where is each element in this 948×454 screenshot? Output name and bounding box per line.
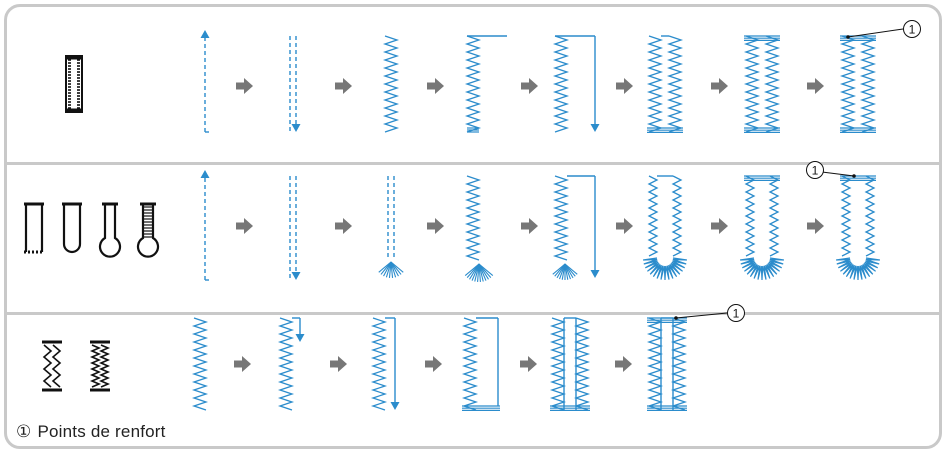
stretch-buttonhole-icon [42, 340, 62, 392]
row-2-arrow-6 [711, 218, 728, 234]
callout-number: 1 [812, 164, 819, 178]
row-1-step-8 [839, 35, 877, 133]
row-2-arrow-1 [236, 218, 253, 234]
square-buttonhole-icon [65, 55, 83, 113]
row-1-arrow-1 [236, 78, 253, 94]
row-2-step-2 [289, 176, 301, 280]
row-2-band [7, 162, 939, 315]
row-1-step-5 [552, 35, 600, 133]
row-2-arrow-7 [807, 218, 824, 234]
heirloom-buttonhole-icon [89, 340, 111, 392]
legend: ① Points de renfort [16, 422, 166, 442]
row-1-arrow-5 [616, 78, 633, 94]
row-1-arrow-3 [427, 78, 444, 94]
row-2-step-6 [643, 175, 687, 281]
row-1-callout: 1 [846, 20, 921, 39]
row-3-step-4 [461, 317, 500, 411]
round-end-buttonhole-icon [62, 202, 82, 254]
row-2-arrow-5 [616, 218, 633, 234]
callout-number: 1 [909, 23, 916, 37]
row-1-arrow-4 [521, 78, 538, 94]
row-2-icons [24, 202, 160, 258]
row-1-step-2 [289, 36, 301, 132]
row-2-step-8 [836, 175, 880, 281]
row-3-callout: 1 [674, 304, 745, 322]
callout-number: 1 [733, 307, 740, 321]
row-1-step-6 [646, 35, 684, 133]
row-1-step-4 [464, 35, 507, 133]
legend-text: Points de renfort [37, 422, 166, 441]
row-2-callout: 1 [805, 161, 856, 179]
row-3-band [7, 312, 939, 446]
keyhole-buttonhole-icon [98, 202, 122, 258]
row-1-arrow-2 [335, 78, 352, 94]
row-3-step-5 [549, 317, 591, 411]
row-3 [42, 317, 688, 411]
row-3-arrow-5 [615, 356, 632, 372]
row-1-step-3 [382, 35, 400, 133]
row-2-arrow-4 [521, 218, 538, 234]
square-end-buttonhole-icon [24, 202, 44, 254]
row-1-arrow-6 [711, 78, 728, 94]
row-2-step-3 [378, 176, 404, 278]
row-3-icons [42, 340, 111, 392]
row-3-step-3 [370, 317, 400, 411]
row-3-arrow-2 [330, 356, 347, 372]
row-2-step-5 [552, 175, 600, 280]
row-1-step-7 [743, 35, 781, 133]
row-1 [65, 30, 877, 133]
row-2-step-1 [200, 170, 210, 281]
row-2-step-7 [740, 175, 784, 281]
row-3-arrow-1 [234, 356, 251, 372]
row-1-step-1 [200, 30, 210, 133]
row-2-arrow-3 [427, 218, 444, 234]
row-3-step-2 [277, 317, 305, 411]
row-3-arrow-4 [520, 356, 537, 372]
row-3-step-6 [646, 317, 688, 411]
row-3-step-1 [191, 317, 209, 411]
keyhole-bartack-buttonhole-icon [136, 202, 160, 258]
legend-marker: ① [16, 422, 32, 441]
row-2 [24, 170, 880, 282]
row-2-step-4 [464, 175, 494, 282]
row-1-icons [65, 55, 83, 113]
row-3-arrow-3 [425, 356, 442, 372]
row-2-arrow-2 [335, 218, 352, 234]
row-1-arrow-7 [807, 78, 824, 94]
diagram-frame [4, 4, 942, 449]
